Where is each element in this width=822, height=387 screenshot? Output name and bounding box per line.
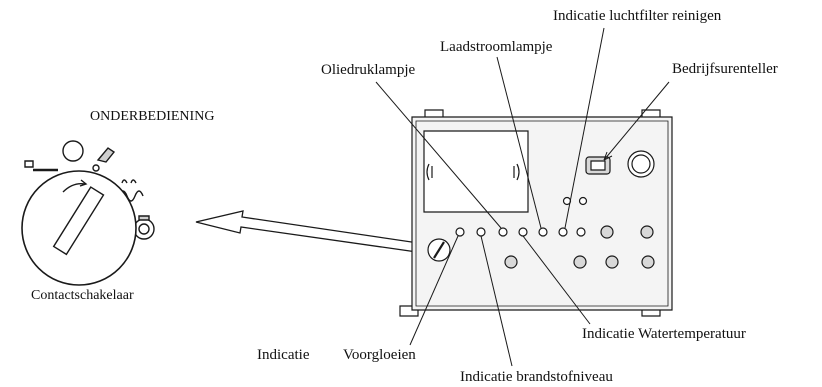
switch-r1-2 [641, 226, 653, 238]
switch-r2-3 [606, 256, 618, 268]
mount-tab-bl [400, 306, 418, 316]
switch-r2-1 [505, 256, 517, 268]
round-button-inner [632, 155, 650, 173]
leader-bedrijfsuren-head [604, 152, 612, 160]
glow-plug-symbol [98, 148, 114, 162]
label-oliedruk: Oliedruklampje [321, 62, 416, 78]
lamp-extra-1 [577, 228, 585, 236]
window-clip-right [514, 164, 519, 180]
leader-luchtfilter [565, 28, 604, 228]
switch-left-symbol [25, 161, 33, 167]
label-brandstofniveau: Indicatie brandstofniveau [460, 369, 613, 385]
key-slot [54, 187, 104, 254]
contact-switch [22, 141, 154, 285]
lamp-laadstroom [539, 228, 547, 236]
label-onderbediening: ONDERBEDIENING [90, 109, 215, 124]
leader-brandstof [481, 236, 512, 366]
label-contactschakelaar: Contactschakelaar [31, 288, 134, 303]
switch-r2-4 [642, 256, 654, 268]
lamp-aux-2 [580, 198, 587, 205]
leader-laadstroom [497, 57, 541, 228]
leader-lines [376, 28, 669, 366]
leader-water [523, 236, 590, 324]
label-luchtfilter: Indicatie luchtfilter reinigen [553, 8, 722, 24]
window-clip-left [427, 164, 432, 180]
rotation-arrow [63, 184, 85, 192]
lamp-oliedruk [499, 228, 507, 236]
lamp-water [519, 228, 527, 236]
label-indicatie: Indicatie [257, 347, 310, 363]
switch-r1-1 [601, 226, 613, 238]
leader-bedrijfsuren [604, 82, 669, 160]
leader-voorgloeien [410, 236, 458, 345]
coil-symbol-2 [122, 180, 136, 183]
start-symbol-inner [139, 224, 149, 234]
lamp-luchtfilter [559, 228, 567, 236]
panel-window [424, 131, 528, 212]
label-laadstroom: Laadstroomlampje [440, 39, 553, 55]
switch-top-indicator [63, 141, 83, 161]
glow-plug-dots [93, 165, 99, 171]
leader-oliedruk [376, 82, 501, 228]
label-voorgloeien: Voorgloeien [343, 347, 416, 363]
panel-inner-edge [416, 121, 668, 306]
switch-r2-2 [574, 256, 586, 268]
start-symbol-top [139, 216, 149, 220]
hour-meter-window [591, 161, 605, 170]
pointer-arrow [196, 211, 432, 254]
panel-key-slot [434, 242, 444, 258]
lamp-voorgloeien [456, 228, 464, 236]
lamp-brandstof [477, 228, 485, 236]
label-bedrijfsuren: Bedrijfsurenteller [672, 61, 778, 77]
instrument-panel [400, 110, 672, 316]
label-watertemperatuur: Indicatie Watertemperatuur [582, 326, 746, 342]
rotation-arrow-head [80, 180, 86, 186]
